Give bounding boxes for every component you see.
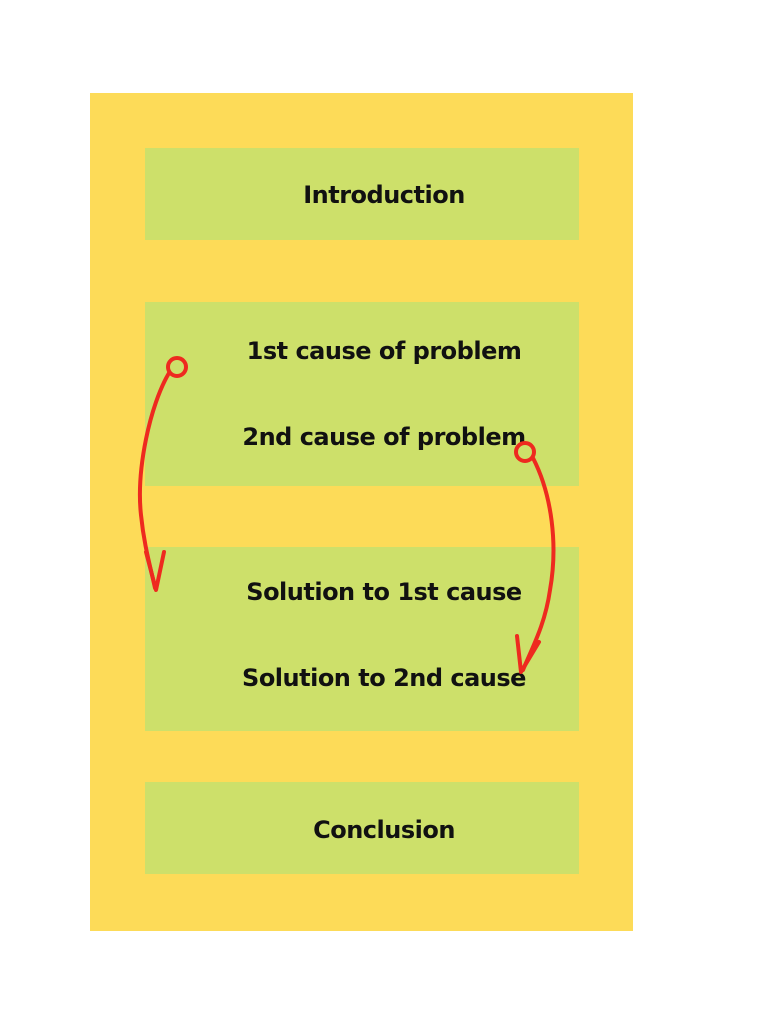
- solutions-box: [145, 547, 579, 731]
- introduction-box: [145, 148, 579, 240]
- first-solution-label: Solution to 1st cause: [246, 578, 522, 606]
- conclusion-label: Conclusion: [313, 816, 455, 844]
- introduction-label: Introduction: [303, 181, 465, 209]
- second-solution-label: Solution to 2nd cause: [242, 664, 526, 692]
- conclusion-box: [145, 782, 579, 874]
- causes-box: [145, 302, 579, 486]
- second-cause-label: 2nd cause of problem: [242, 423, 526, 451]
- first-cause-label: 1st cause of problem: [246, 337, 522, 365]
